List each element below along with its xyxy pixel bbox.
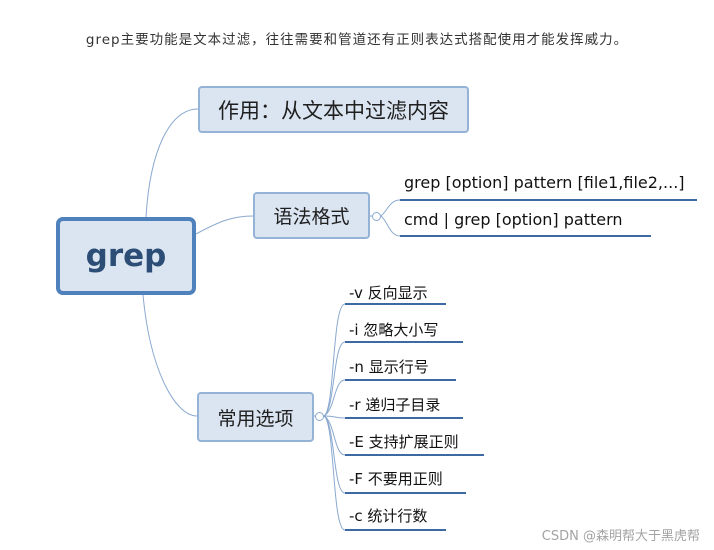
option-item[interactable]: -n 显示行号 — [349, 358, 429, 376]
branch-purpose[interactable]: 作用：从文本中过滤内容 — [198, 86, 469, 133]
connector-b3-opt4 — [323, 415, 346, 419]
root-node[interactable]: grep — [56, 217, 196, 295]
option-item[interactable]: -r 递归子目录 — [349, 396, 441, 414]
collapse-toggle-icon[interactable] — [315, 412, 324, 421]
connector-root-b3 — [142, 294, 198, 417]
connector-b3-opt3 — [323, 379, 346, 417]
connector-b3-opt7 — [323, 415, 346, 531]
connector-root-b2 — [195, 215, 254, 235]
syntax-item[interactable]: cmd | grep [option] pattern — [404, 210, 623, 229]
option-item[interactable]: -E 支持扩展正则 — [349, 433, 459, 451]
syntax-item[interactable]: grep [option] pattern [file1,file2,...] — [404, 173, 685, 192]
option-item[interactable]: -c 统计行数 — [349, 507, 428, 525]
option-item[interactable]: -i 忽略大小写 — [349, 321, 439, 339]
connector-b2-child1 — [380, 199, 401, 217]
connector-b3-opt1 — [323, 303, 346, 417]
branch-syntax[interactable]: 语法格式 — [253, 192, 370, 239]
branch-options[interactable]: 常用选项 — [197, 392, 314, 442]
watermark: CSDN @森明帮大于黑虎帮 — [541, 529, 700, 544]
collapse-toggle-icon[interactable] — [372, 212, 381, 221]
option-item[interactable]: -F 不要用正则 — [349, 470, 443, 488]
intro-text: grep主要功能是文本过滤，往往需要和管道还有正则表达式搭配使用才能发挥威力。 — [85, 32, 629, 48]
connector-root-b1 — [145, 108, 199, 218]
option-item[interactable]: -v 反向显示 — [349, 284, 428, 302]
connector-b3-opt2 — [323, 341, 346, 417]
connector-b2-child2 — [380, 215, 401, 237]
